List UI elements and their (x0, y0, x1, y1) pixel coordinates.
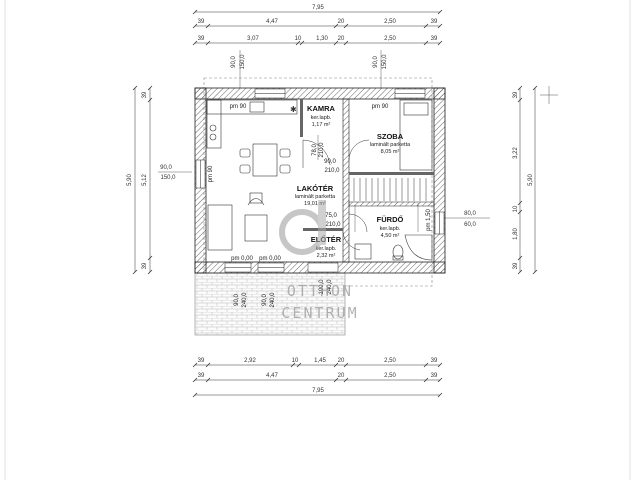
dim-top-window-left-b: 150,0 (240, 54, 246, 70)
terrace-door-2-height: 240,0 (270, 292, 276, 308)
dim-top-r1-b: 4,47 (266, 19, 278, 25)
windows (195, 88, 445, 273)
room-furdo-name: FÜRDŐ (377, 215, 404, 224)
dim-right-c: 10 (513, 205, 519, 212)
room-lakoter-floor: laminált parketta (295, 194, 336, 200)
dim-bottom-r1-d: 1,45 (314, 358, 326, 364)
watermark-line1: OTTHON (287, 282, 353, 300)
kamra-door-width: 78,0 (312, 144, 318, 156)
dim-right-a: 39 (513, 91, 519, 98)
watermark-logo (279, 200, 326, 255)
parapet-top-right: pm 90 (372, 104, 389, 110)
dim-top-r1-e: 39 (431, 19, 438, 25)
bottom-dimensions (192, 362, 443, 398)
dim-top-r2-b: 3,07 (247, 36, 259, 42)
dim-right-window-a: 80,0 (464, 211, 476, 217)
dim-top-r2-f: 2,50 (384, 36, 396, 42)
dim-top-r1-a: 39 (198, 19, 205, 25)
dim-bottom-r2-a: 39 (198, 373, 205, 379)
terrace (194, 272, 346, 336)
dim-left-top: 39 (142, 91, 148, 98)
dim-bottom-r2-e: 39 (431, 373, 438, 379)
dim-top-r2-e: 20 (338, 36, 345, 42)
parapet-top-left: pm 90 (230, 104, 247, 110)
dim-left-window-a: 90,0 (160, 165, 172, 171)
dim-bottom-r1-b: 2,92 (244, 358, 256, 364)
room-eloter-area: 2,32 m² (317, 253, 336, 259)
entry-door-width: 100,0 (319, 279, 325, 295)
entry-door-height: 240,0 (327, 279, 333, 295)
room-szoba-floor: laminált parketta (370, 142, 411, 148)
room-kamra-area: 1,17 m² (312, 122, 331, 128)
hall-door-width: 90,0 (324, 159, 336, 165)
terrace-door-2-width: 90,0 (262, 294, 268, 306)
dim-left-outer: 5,90 (127, 174, 133, 186)
bath-door-width: 75,0 (325, 213, 337, 219)
room-eloter-name: ELŐTÉR (311, 235, 342, 244)
kitchen-counter (206, 99, 298, 149)
bed (399, 99, 433, 171)
dim-bottom-r1-c: 10 (292, 358, 299, 364)
dim-bottom-r1-a: 39 (198, 358, 205, 364)
room-lakoter-area: 19,01 m² (304, 201, 326, 207)
room-kamra-name: KAMRA (307, 104, 335, 113)
parapet-side: pm 90 (208, 165, 214, 182)
terrace-door-1-width: 90,0 (234, 294, 240, 306)
terrace-door-1-height: 240,0 (242, 292, 248, 308)
bath-door-height: 210,0 (325, 222, 341, 228)
parapet-right: pm 1,50 (426, 209, 432, 231)
dim-left-window-b: 150,0 (160, 175, 176, 181)
room-szoba-area: 8,05 m² (381, 149, 400, 155)
living-furniture (207, 192, 268, 251)
dim-left-inner: 5,12 (142, 174, 148, 186)
dim-bottom-r1-e: 20 (338, 358, 345, 364)
room-kamra-floor: ker.lapb. (311, 115, 332, 121)
room-furdo-area: 4,50 m² (381, 233, 400, 239)
room-lakoter-name: LAKÓTÉR (297, 184, 334, 193)
bathroom-fixtures (354, 234, 433, 261)
dim-right-e: 39 (513, 262, 519, 269)
dim-bottom-r2-c: 20 (338, 373, 345, 379)
dim-top-window-right-b: 150,0 (382, 54, 388, 70)
dim-top-window-right-a: 90,0 (373, 56, 379, 68)
dim-top-window-left-a: 90,0 (231, 56, 237, 68)
dim-right-total: 5,90 (528, 174, 534, 186)
dim-left-bottom: 39 (142, 262, 148, 269)
dim-top-r2-c: 10 (295, 36, 302, 42)
stair-marks (353, 178, 427, 201)
dim-bottom-r2-d: 2,50 (384, 373, 396, 379)
left-dimensions (132, 85, 153, 275)
room-furdo-floor: ker.lapb. (380, 226, 401, 232)
dim-right-d: 1,80 (513, 228, 519, 240)
dim-bottom-r1-g: 39 (431, 358, 438, 364)
dim-bottom-r2-b: 4,47 (266, 373, 278, 379)
dim-right-window-b: 60,0 (464, 222, 476, 228)
dim-top-r2-a: 39 (198, 36, 205, 42)
room-szoba-name: SZOBA (377, 132, 404, 141)
dim-right-b: 3,22 (513, 147, 519, 159)
watermark-line2: CENTRUM (281, 304, 358, 322)
dim-bottom-r1-f: 2,50 (384, 358, 396, 364)
dim-top-r2-d: 1,30 (316, 36, 328, 42)
door-swings (302, 139, 370, 251)
right-dimensions (517, 85, 538, 275)
top-dimensions (192, 9, 443, 46)
kamra-door-height: 210,0 (319, 142, 325, 158)
sill-bottom-2: pm 0,00 (259, 256, 281, 262)
dim-top-r1-d: 2,50 (384, 19, 396, 25)
dining-set (239, 143, 291, 177)
dim-top-r1-c: 20 (338, 19, 345, 25)
fan-icon: ✱ (290, 105, 297, 114)
room-eloter-floor: ker.lapb. (316, 246, 337, 252)
hall-door-height: 210,0 (324, 168, 340, 174)
sill-bottom-1: pm 0,00 (231, 256, 253, 262)
dim-top-r2-g: 39 (431, 36, 438, 42)
dim-top-total: 7,95 (312, 5, 324, 11)
dim-bottom-total: 7,95 (312, 388, 324, 394)
right-cross-marks (540, 86, 558, 104)
